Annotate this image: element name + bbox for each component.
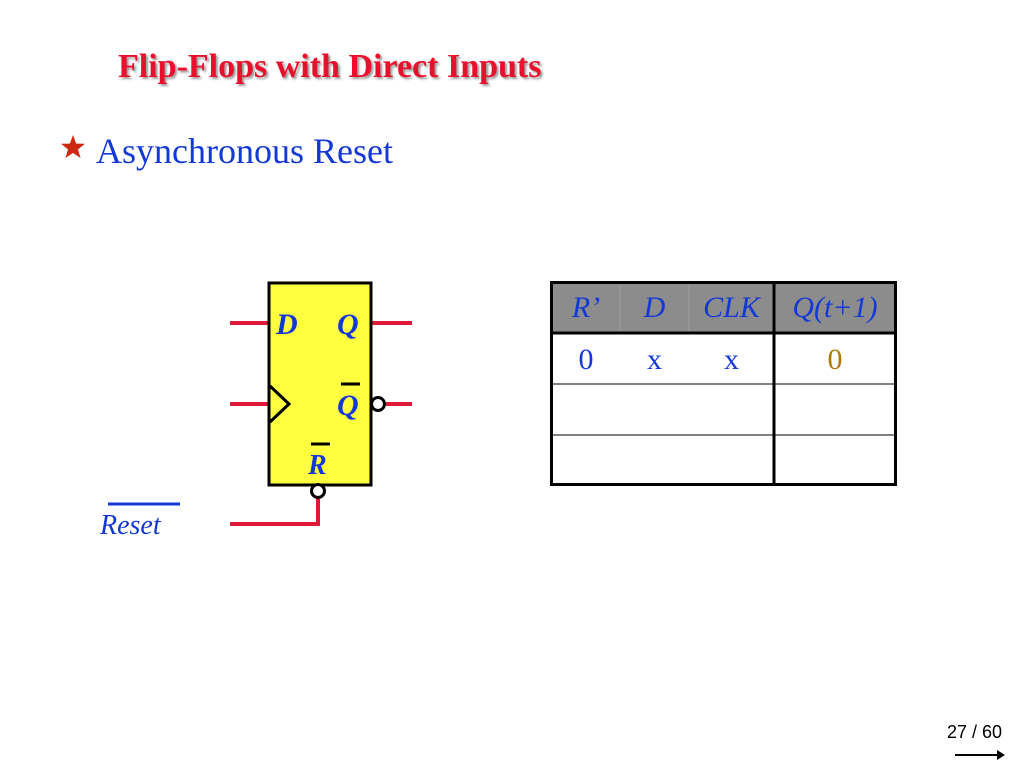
header-q-next: Q(t+1)	[792, 291, 878, 324]
bullet-text: Asynchronous Reset	[96, 131, 393, 171]
cell-d-row2	[620, 385, 689, 435]
reset-bubble-icon	[310, 483, 326, 499]
cell-clk-row2	[689, 385, 774, 435]
cell-r-row2	[552, 385, 620, 435]
header-d: D	[643, 291, 666, 324]
star-bullet-icon	[61, 135, 85, 158]
slide-title: Flip-Flops with Direct Inputs	[118, 48, 542, 85]
header-clk: CLK	[703, 291, 760, 324]
cell-clk-row3	[689, 436, 774, 484]
cell-q-row2	[774, 385, 896, 435]
cell-r-row1: 0	[578, 342, 594, 376]
cell-d-row1: x	[647, 342, 662, 376]
reset-wire	[230, 498, 320, 526]
qbar-bubble-icon	[370, 396, 386, 412]
truth-table: R’ D CLK Q(t+1) 0 x x 0	[550, 281, 897, 486]
cell-q-row1: 0	[827, 342, 843, 376]
cell-clk-row1: x	[724, 342, 739, 376]
d-label: D	[275, 308, 298, 341]
qbar-label: Q	[337, 389, 359, 422]
next-slide-arrow-icon[interactable]	[955, 748, 1005, 762]
page-number: 27 / 60	[946, 722, 1002, 742]
reset-label: Reset	[99, 510, 162, 541]
header-r: R’	[571, 291, 601, 324]
cell-d-row3	[620, 436, 689, 484]
clock-triangle-icon	[268, 384, 292, 424]
q-label: Q	[337, 308, 359, 341]
cell-q-row3	[774, 436, 896, 484]
cell-r-row3	[552, 436, 620, 484]
r-label: R	[307, 450, 327, 481]
